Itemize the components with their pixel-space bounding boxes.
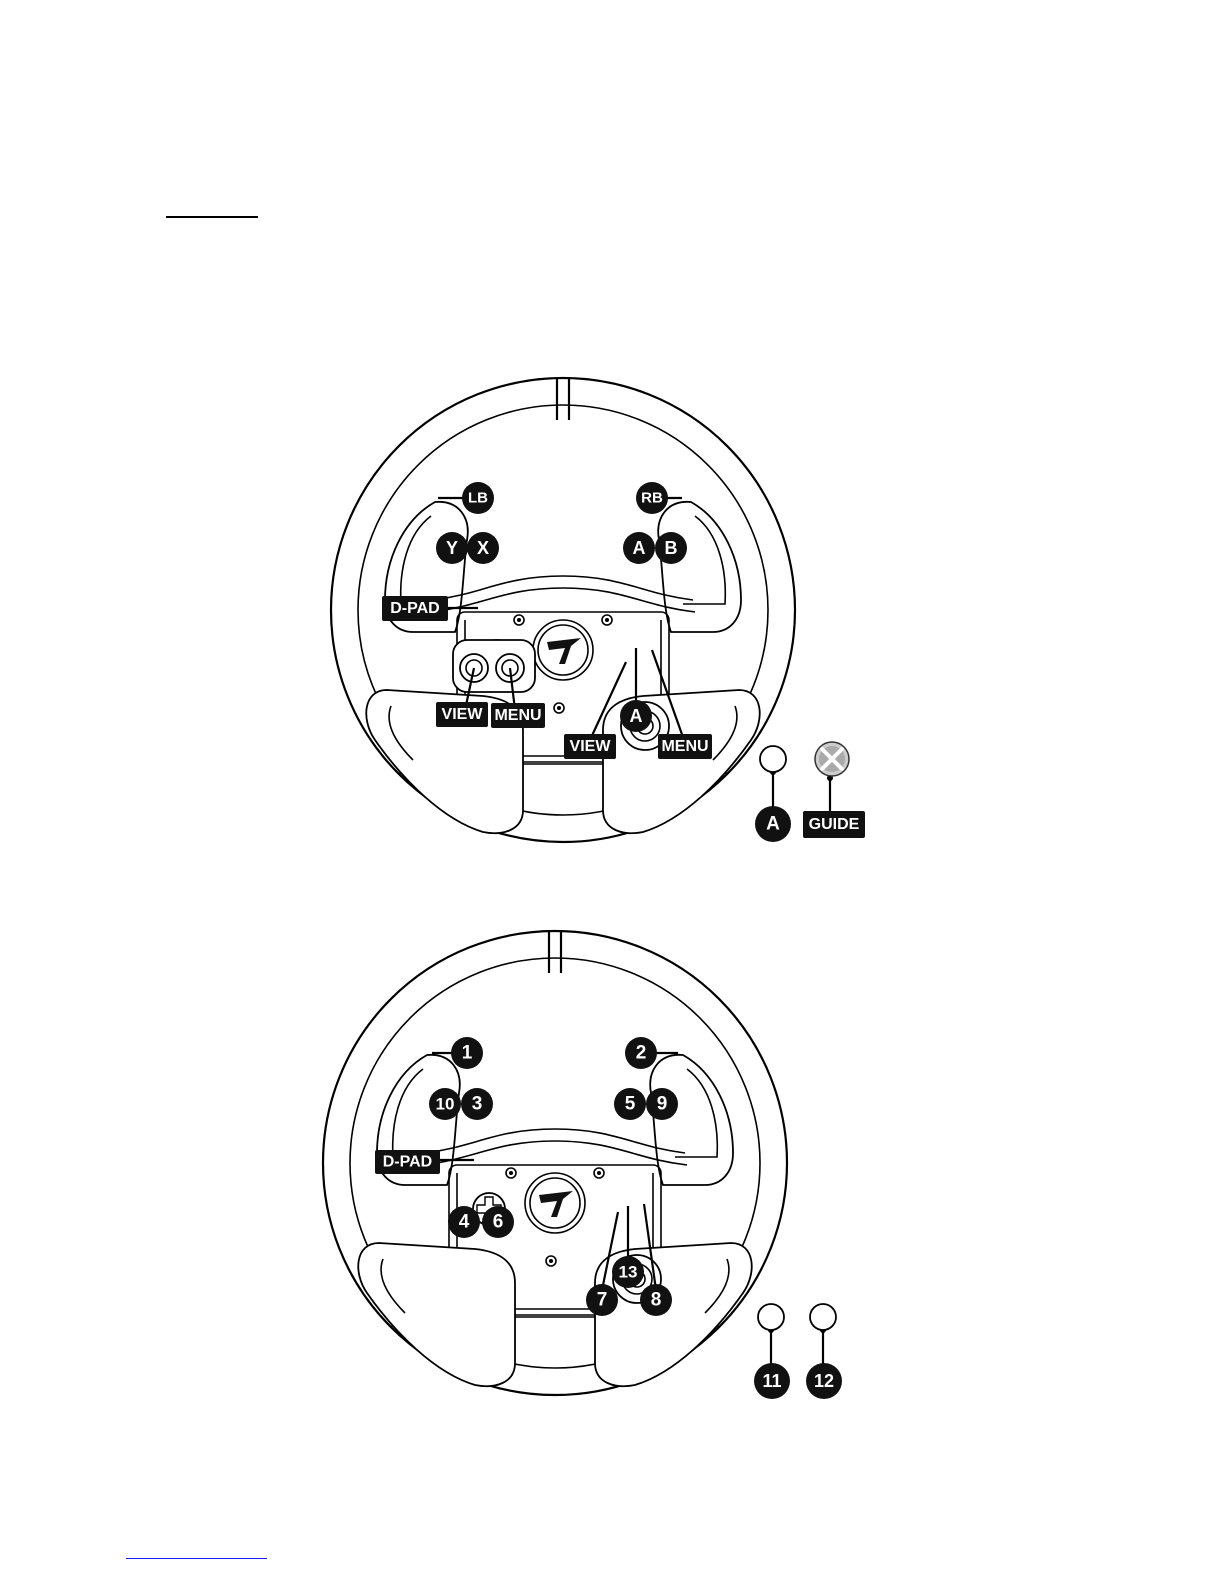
- svg-text:A: A: [630, 706, 643, 726]
- button-9-badge: 9: [646, 1088, 678, 1120]
- svg-text:9: 9: [657, 1094, 668, 1115]
- button-6-badge: 6: [482, 1206, 514, 1238]
- button-10-badge: 10: [429, 1088, 461, 1120]
- open-button-icon: [760, 746, 786, 772]
- button-8-badge: 8: [640, 1284, 672, 1316]
- svg-text:7: 7: [597, 1290, 608, 1311]
- a-center-badge: A: [620, 700, 652, 732]
- dpad-tag: D-PAD: [382, 596, 448, 621]
- guide-tag: GUIDE: [803, 811, 865, 838]
- button-7-badge: 7: [586, 1284, 618, 1316]
- svg-text:D-PAD: D-PAD: [390, 600, 439, 617]
- svg-text:B: B: [665, 538, 678, 558]
- svg-text:D-PAD: D-PAD: [383, 1154, 432, 1171]
- svg-text:LB: LB: [468, 490, 488, 507]
- button-12-badge: 12: [806, 1363, 842, 1399]
- xbox-wheel-diagram: LB RB Y X A B D-PAD VIEW: [331, 378, 865, 842]
- open-button-icon: [810, 1304, 836, 1330]
- svg-text:6: 6: [493, 1212, 504, 1233]
- svg-text:Y: Y: [446, 538, 458, 558]
- svg-text:A: A: [766, 814, 780, 835]
- svg-text:3: 3: [472, 1094, 483, 1115]
- svg-text:GUIDE: GUIDE: [809, 816, 860, 833]
- svg-text:RB: RB: [641, 490, 663, 507]
- svg-text:8: 8: [651, 1290, 662, 1311]
- lb-badge: LB: [462, 482, 494, 514]
- svg-text:4: 4: [459, 1212, 470, 1233]
- pc-wheel-diagram: 1 2 10 3 5 9 D-PAD 4: [323, 931, 842, 1399]
- svg-text:VIEW: VIEW: [442, 706, 484, 723]
- button-4-badge: 4: [448, 1206, 480, 1238]
- button-5-badge: 5: [614, 1088, 646, 1120]
- open-button-icon: [758, 1304, 784, 1330]
- svg-text:1: 1: [462, 1043, 473, 1064]
- svg-text:MENU: MENU: [494, 707, 541, 724]
- button-1-badge: 1: [451, 1037, 483, 1069]
- svg-text:VIEW: VIEW: [570, 738, 612, 755]
- svg-text:11: 11: [762, 1371, 781, 1391]
- button-11-badge: 11: [754, 1363, 790, 1399]
- a-badge: A: [623, 532, 655, 564]
- view-tag-left: VIEW: [436, 702, 488, 727]
- svg-text:MENU: MENU: [661, 738, 708, 755]
- xbox-logo-icon: [815, 742, 849, 776]
- a-bottom-badge: A: [755, 806, 791, 842]
- svg-text:10: 10: [436, 1095, 455, 1114]
- svg-text:5: 5: [625, 1094, 636, 1115]
- x-badge: X: [467, 532, 499, 564]
- svg-text:12: 12: [814, 1371, 834, 1391]
- y-badge: Y: [436, 532, 468, 564]
- button-13-badge: 13: [612, 1256, 644, 1288]
- view-tag-right: VIEW: [564, 734, 616, 759]
- menu-tag-left: MENU: [491, 703, 545, 728]
- b-badge: B: [655, 532, 687, 564]
- svg-text:2: 2: [636, 1043, 647, 1064]
- svg-text:13: 13: [619, 1263, 638, 1282]
- button-3-badge: 3: [461, 1088, 493, 1120]
- menu-tag-right: MENU: [658, 734, 712, 759]
- svg-text:X: X: [477, 538, 489, 558]
- rb-badge: RB: [636, 482, 668, 514]
- dpad-tag: D-PAD: [375, 1150, 440, 1174]
- button-2-badge: 2: [625, 1037, 657, 1069]
- svg-text:A: A: [633, 538, 646, 558]
